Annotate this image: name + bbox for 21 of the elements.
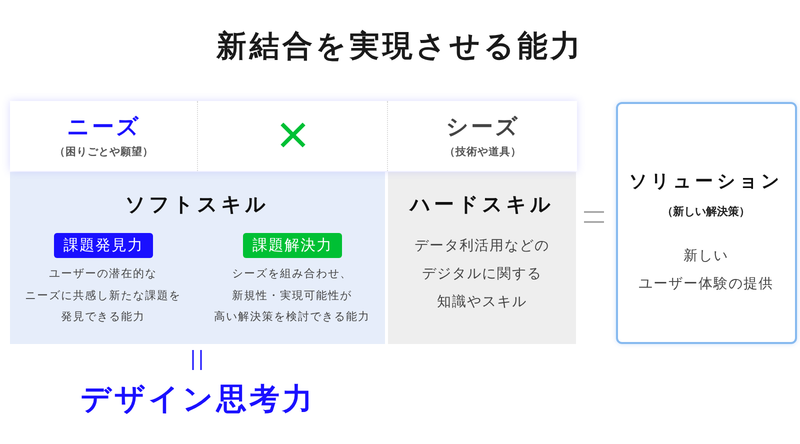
solution-text: 新しいユーザー体験の提供: [638, 247, 774, 294]
bottom-heading: デザイン思考力: [80, 381, 316, 419]
category-heading: ニーズ: [67, 114, 141, 142]
skill-description: シーズを組み合わせ、新規性・実現可能性が高い解決策を検討できる能力: [214, 266, 370, 325]
solution-subheading: （新しい解決策）: [662, 204, 750, 220]
skill-tag: 課題発見力: [54, 233, 153, 258]
skill-panel: [388, 172, 576, 344]
category-note: （困りごとや願望）: [54, 145, 154, 160]
category-note: （技術や道具）: [444, 145, 522, 160]
skill-tag: 課題解決力: [243, 233, 342, 258]
header-cell: [387, 101, 577, 171]
skill-panel: [10, 172, 385, 344]
panel-heading: ハードスキル: [410, 191, 554, 218]
skill-description: ユーザーの潜在的なニーズに共感し新たな課題を発見できる能力: [25, 266, 181, 325]
category-heading: シーズ: [446, 114, 520, 142]
header-cell: [10, 101, 198, 171]
solution-box: [616, 102, 797, 344]
solution-heading: ソリューション: [629, 170, 783, 194]
diagram-title: 新結合を実現させる能力: [216, 28, 584, 66]
panel-text: データ利活用などのデジタルに関する知識やスキル: [414, 237, 550, 312]
panel-heading: ソフトスキル: [125, 191, 269, 218]
